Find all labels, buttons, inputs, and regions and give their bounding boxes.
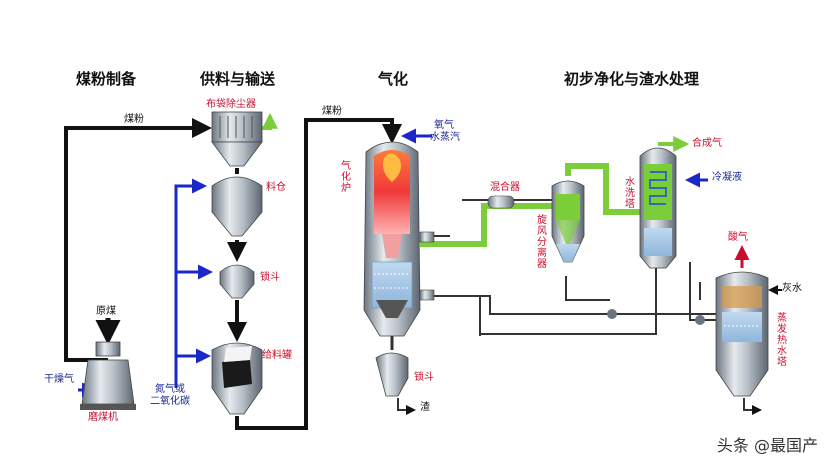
label-coal-powder-2: 煤粉 <box>322 106 342 117</box>
slag-lock-hopper <box>375 336 409 397</box>
label-dry-gas: 干燥气 <box>44 374 74 385</box>
label-raw-coal: 原煤 <box>96 306 116 317</box>
label-feed-tank: 给料罐 <box>262 350 292 361</box>
cyclone-separator <box>551 180 585 263</box>
label-n2-co2: 氮气或 二氧化碳 <box>150 384 190 407</box>
coal-mill <box>80 341 136 410</box>
label-coal-mill: 磨煤机 <box>88 412 118 423</box>
lock-hopper <box>219 264 255 299</box>
pump <box>607 309 617 319</box>
section-title-coal-prep: 煤粉制备 <box>76 70 137 88</box>
label-evap-tower: 蒸发热水塔 <box>774 312 786 367</box>
section-title-purification: 初步净化与渣水处理 <box>564 70 700 88</box>
label-coal-powder-1: 煤粉 <box>124 114 144 125</box>
label-slag: 渣 <box>420 402 430 413</box>
mixer <box>487 195 515 209</box>
label-ash-water: 灰水 <box>782 283 802 294</box>
water-lines <box>397 199 782 415</box>
coal-feed-line <box>227 118 402 430</box>
label-lock-hopper: 锁斗 <box>260 272 280 283</box>
evaporative-tower <box>715 271 769 397</box>
label-slag-lock: 锁斗 <box>414 372 434 383</box>
pump <box>695 315 705 325</box>
label-condensate: 冷凝液 <box>712 172 742 183</box>
syngas-lines <box>262 112 690 247</box>
watermark: 头条 @最国产 <box>716 436 818 455</box>
label-scrubber: 水洗塔 <box>622 176 634 209</box>
bag-filter <box>211 111 263 167</box>
label-mixer: 混合器 <box>490 182 520 193</box>
label-silo: 料仓 <box>266 182 286 193</box>
label-acid-gas: 酸气 <box>728 232 748 243</box>
label-syngas: 合成气 <box>692 138 722 149</box>
silo <box>211 176 263 237</box>
gasifier <box>363 141 435 337</box>
label-steam: 水蒸汽 <box>430 132 460 143</box>
label-gasifier: 气化炉 <box>338 160 350 193</box>
section-title-gasification: 气化 <box>378 70 409 88</box>
label-oxygen: 氧气 <box>434 120 454 131</box>
coal-powder-line-1 <box>64 118 212 362</box>
section-title-feed-transport: 供料与输送 <box>200 70 276 88</box>
label-bag-filter: 布袋除尘器 <box>206 99 256 110</box>
label-cyclone: 旋风分离器 <box>534 214 546 269</box>
water-scrubber <box>639 147 677 269</box>
feed-tank <box>211 342 263 415</box>
